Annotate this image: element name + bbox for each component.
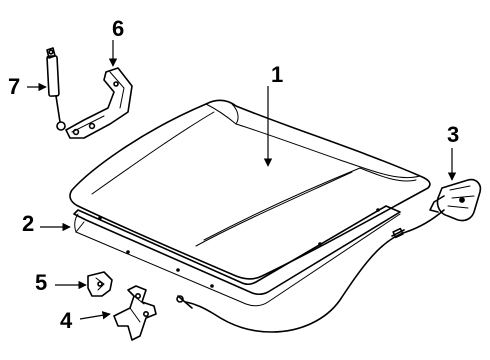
hood-hinge — [113, 285, 157, 341]
hood-panel — [69, 99, 431, 280]
hood-latch — [429, 178, 482, 222]
callout-2: 2 — [22, 211, 35, 236]
leader-lines — [27, 40, 457, 320]
callout-7: 7 — [8, 74, 21, 99]
hood-hinge-arm — [65, 67, 133, 139]
callout-4: 4 — [60, 308, 73, 333]
callout-6: 6 — [112, 16, 125, 41]
callout-3: 3 — [447, 122, 460, 147]
hood-release-cable — [176, 209, 445, 333]
hood-insulator-panel — [73, 205, 401, 307]
callout-1: 1 — [271, 62, 284, 87]
hood-lift-support — [46, 47, 66, 131]
hood-bumper-bracket — [87, 271, 113, 297]
callout-5: 5 — [35, 270, 48, 295]
